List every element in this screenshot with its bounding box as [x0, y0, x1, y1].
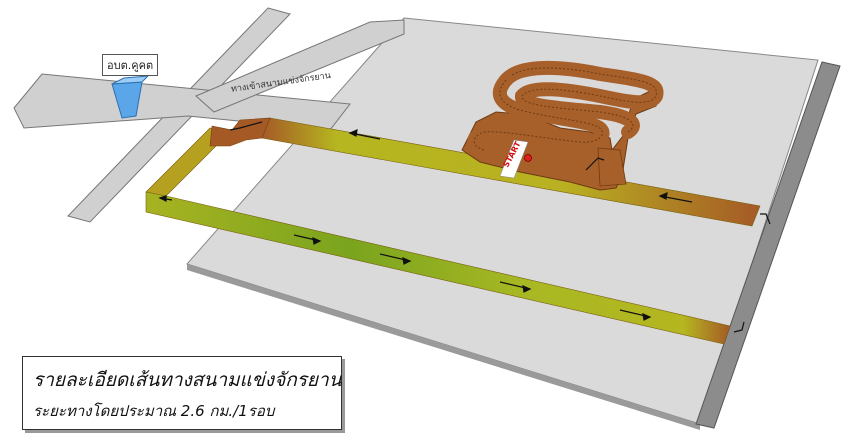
landmark-label: อบต.คูคต: [102, 54, 159, 76]
info-title: รายละเอียดเส้นทางสนามแข่งจักรยาน: [33, 369, 342, 391]
info-panel: รายละเอียดเส้นทางสนามแข่งจักรยาน ระยะทาง…: [22, 356, 342, 430]
start-point: [524, 154, 532, 162]
landmark-building-icon: [111, 75, 150, 119]
ground-shadow: [187, 264, 700, 430]
info-distance: ระยะทางโดยประมาณ 2.6 กม./1รอบ: [33, 402, 275, 420]
boundary-wall: [695, 61, 841, 429]
track-upper-connector: [209, 117, 271, 147]
direction-arrows: [158, 121, 771, 333]
start-strip: [499, 139, 529, 179]
access-road: [13, 7, 405, 223]
track-bottom-straight: [145, 191, 731, 345]
